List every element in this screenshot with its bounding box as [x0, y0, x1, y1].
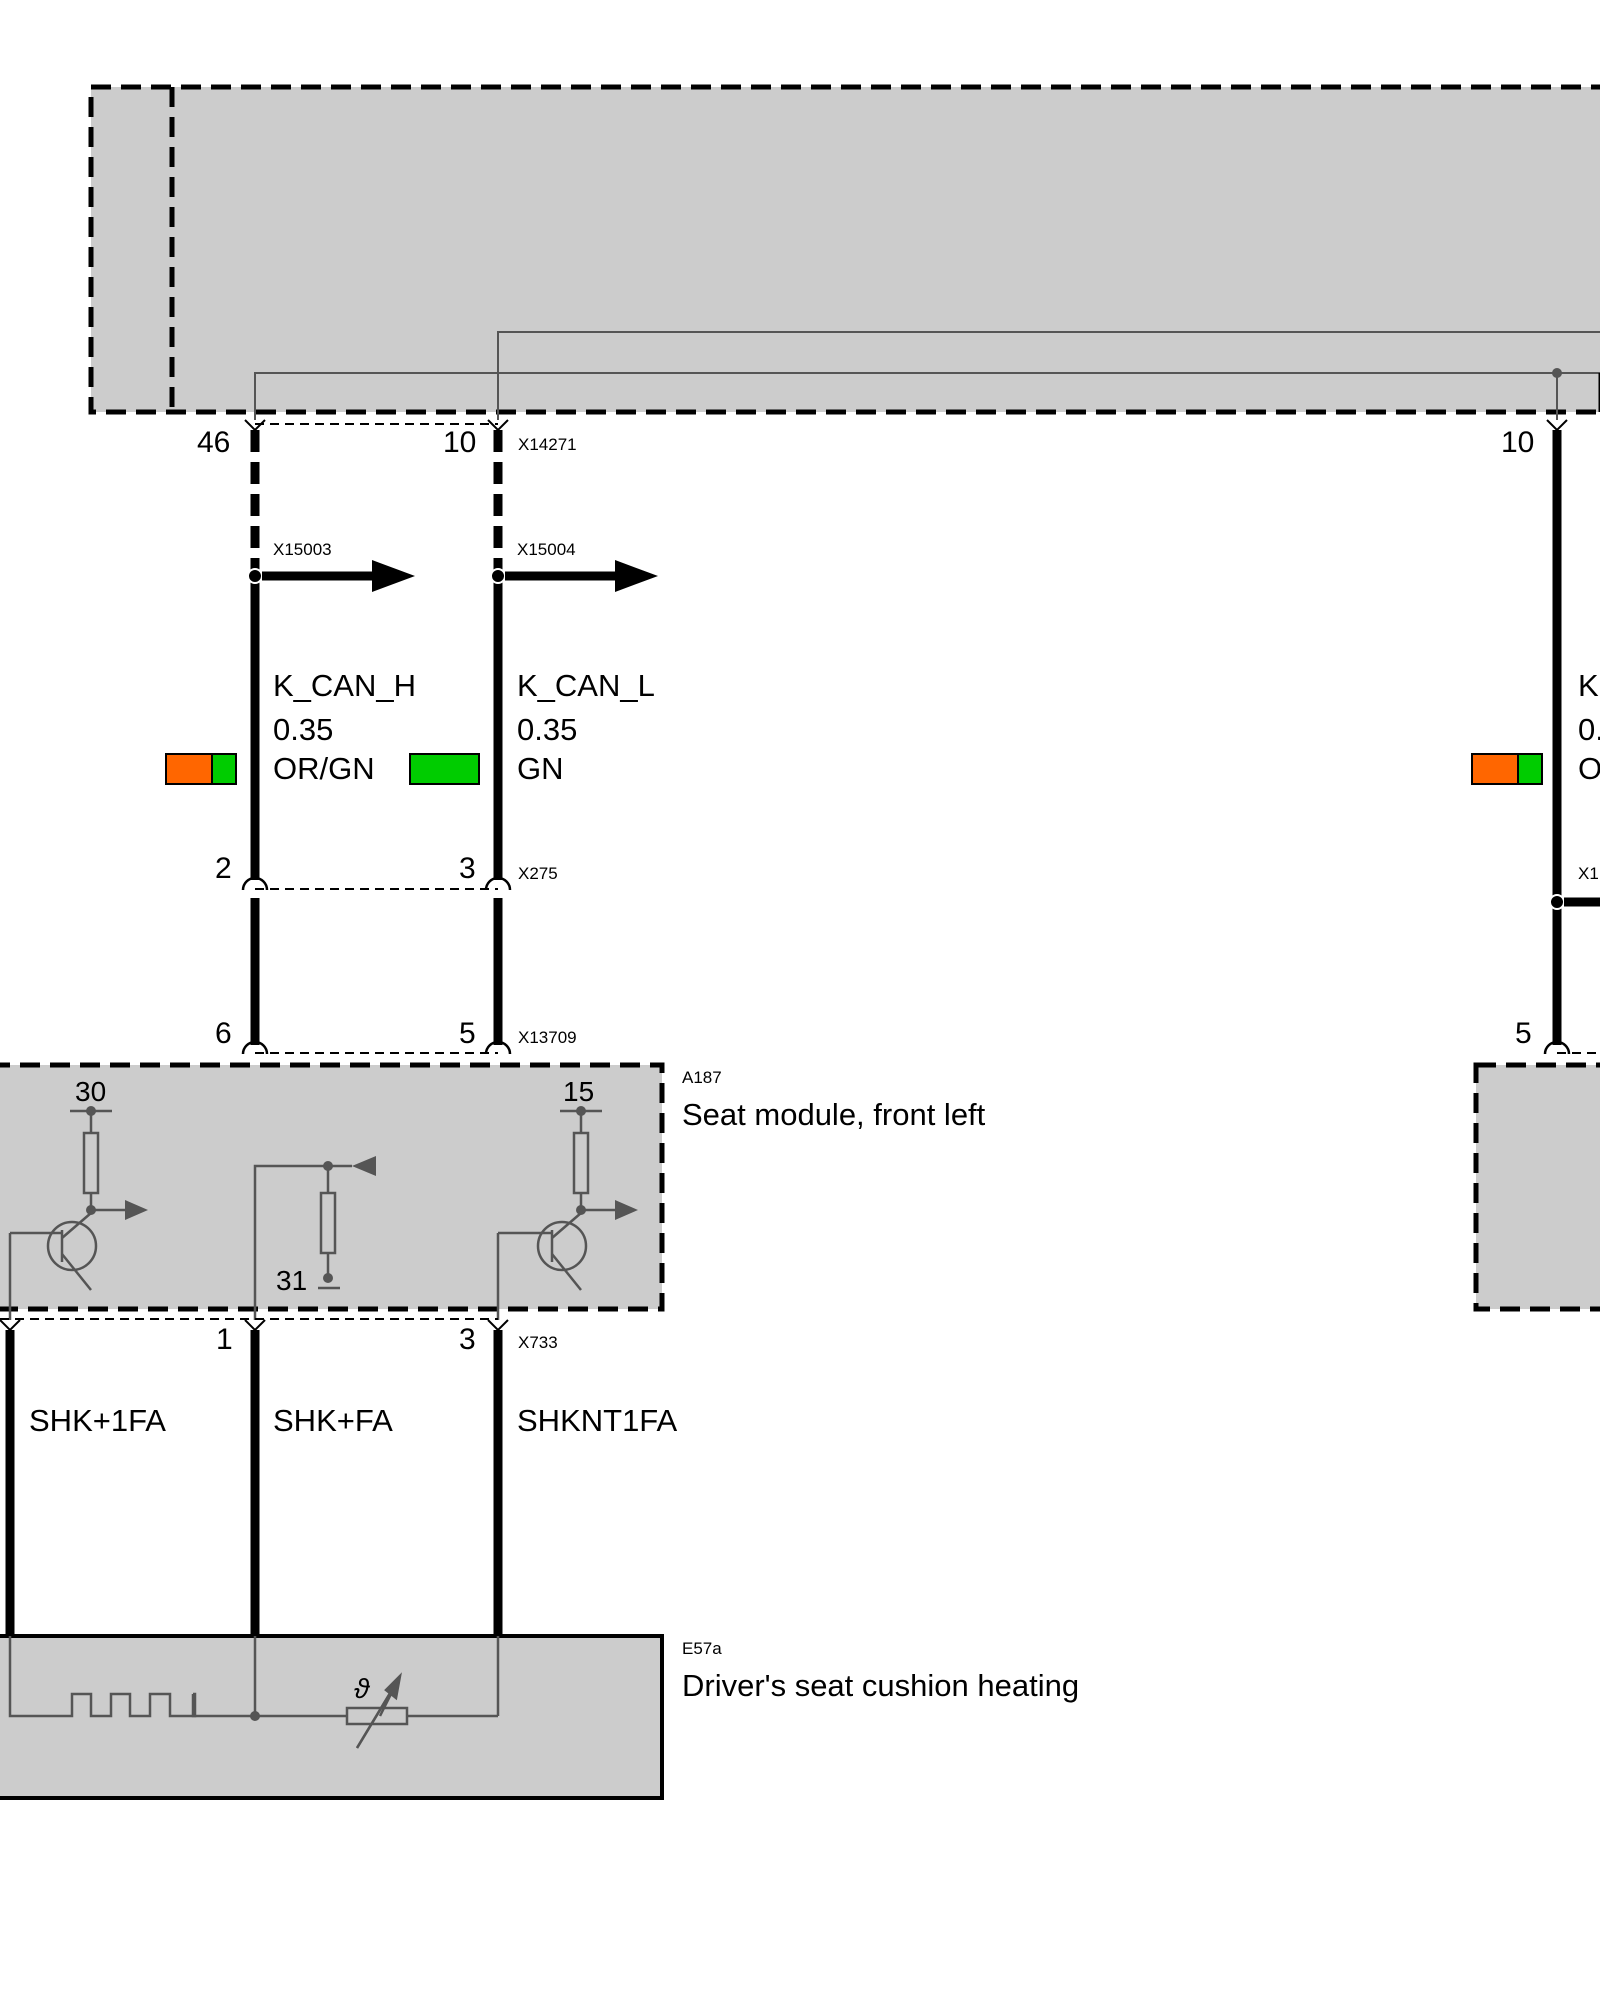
resistor-icon	[253, 1156, 376, 1320]
connector-x15003-label: X15003	[273, 540, 332, 559]
connector-x733	[0, 1318, 509, 1332]
wire-k-can-l-color: GN	[517, 751, 564, 786]
swatch-or-gn	[165, 753, 237, 785]
seat-heating-name: Driver's seat cushion heating	[682, 1668, 1079, 1703]
wire-shknt1fa-label: SHKNT1FA	[517, 1403, 678, 1438]
connector-x14271-label: X14271	[518, 435, 577, 454]
connector-right-partial-label: X1	[1578, 864, 1599, 883]
wire-right-gauge: 0.	[1578, 712, 1600, 747]
arrow-right-icon	[372, 560, 415, 592]
wire-k-can-h-gauge: 0.35	[273, 712, 333, 747]
wire-k-can-h-color: OR/GN	[273, 751, 375, 786]
wire-shk-fa-label: SHK+FA	[273, 1403, 393, 1438]
pin-46: 46	[197, 426, 230, 459]
splice-x15004	[490, 560, 658, 592]
transistor-icon	[8, 1109, 148, 1320]
connector-x15004-label: X15004	[517, 540, 576, 559]
connector-x733-label: X733	[518, 1333, 558, 1352]
connector-x13709	[241, 1040, 512, 1055]
heating-element-icon	[8, 1636, 347, 1718]
pin-2: 2	[215, 852, 232, 885]
terminal-31: 31	[276, 1265, 307, 1296]
transistor-icon	[496, 1109, 638, 1320]
pin-3-upper: 3	[459, 852, 476, 885]
pin-6: 6	[215, 1017, 232, 1050]
thermistor-icon	[345, 1636, 500, 1749]
swatch-gn	[409, 753, 480, 785]
wire-k-can-l-name: K_CAN_L	[517, 668, 655, 703]
theta-symbol: ϑ	[354, 1673, 371, 1704]
terminal-30: 30	[75, 1076, 106, 1107]
seat-heating-code: E57a	[682, 1639, 722, 1658]
pin-10-left: 10	[443, 426, 476, 459]
seat-heating-e57a[interactable]	[0, 1634, 664, 1800]
connector-x275	[241, 876, 512, 891]
seat-module-name: Seat module, front left	[682, 1097, 986, 1132]
pin-5-left: 5	[459, 1017, 476, 1050]
wire-right-name: K	[1578, 668, 1599, 703]
seat-module-a187[interactable]	[0, 1062, 665, 1320]
pin-hook-46	[244, 419, 266, 432]
arrow-right-icon	[615, 560, 658, 592]
connector-x275-label: X275	[518, 864, 558, 883]
splice-x15003	[247, 560, 415, 592]
wire-k-can-l-gauge: 0.35	[517, 712, 577, 747]
wire-right-color: O	[1578, 751, 1600, 786]
seat-module-code: A187	[682, 1068, 722, 1087]
pin-5-right: 5	[1515, 1017, 1532, 1050]
pin-hook-10-left	[487, 419, 509, 432]
wire-shk-1fa-label: SHK+1FA	[29, 1403, 166, 1438]
internal-bus-l	[497, 331, 1600, 420]
pin-3-lower: 3	[459, 1323, 476, 1356]
connector-x13709-label: X13709	[518, 1028, 577, 1047]
wire-k-can-h-name: K_CAN_H	[273, 668, 416, 703]
pin-10-right: 10	[1501, 426, 1534, 459]
bus-junction-dot	[1552, 368, 1562, 378]
top-control-unit	[88, 84, 1600, 420]
pin-1: 1	[216, 1323, 233, 1356]
right-module-partial	[1471, 419, 1600, 1312]
internal-bus-h	[254, 372, 1600, 420]
terminal-15: 15	[563, 1076, 594, 1107]
